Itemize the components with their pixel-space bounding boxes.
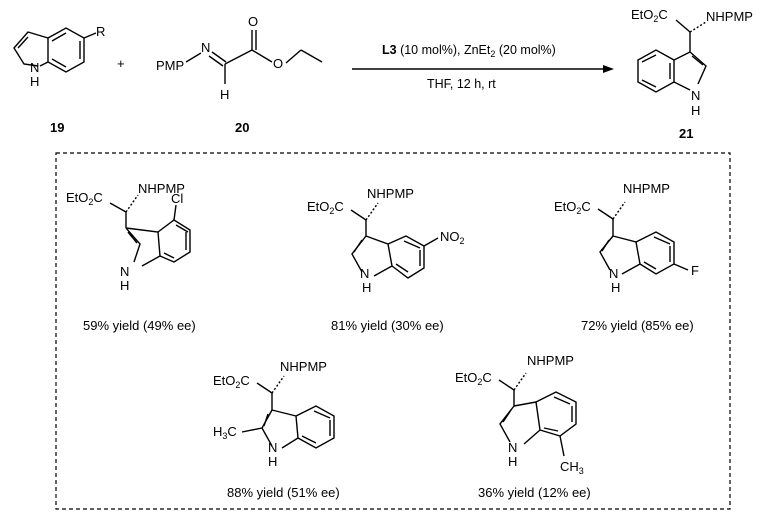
example-4-cl-yield: 59% yield (49% ee) xyxy=(83,318,196,333)
svg-text:F: F xyxy=(691,263,699,278)
conditions-line-2: THF, 12 h, rt xyxy=(427,77,496,91)
indole-19-h: H xyxy=(30,74,39,89)
svg-text:NHPMP: NHPMP xyxy=(367,186,414,201)
svg-text:N: N xyxy=(609,266,618,281)
imine-20-o-carbonyl: O xyxy=(248,14,258,29)
compound-19-label: 19 xyxy=(50,120,64,135)
svg-text:NHPMP: NHPMP xyxy=(527,353,574,368)
svg-text:H: H xyxy=(362,280,371,295)
svg-text:N: N xyxy=(508,440,517,455)
example-6-f-yield: 72% yield (85% ee) xyxy=(581,318,694,333)
svg-text:EtO2C: EtO2C xyxy=(554,199,591,216)
imine-20-pmp: PMP xyxy=(156,58,184,73)
svg-text:NO2: NO2 xyxy=(440,229,465,246)
indole-19-n: N xyxy=(30,60,39,75)
svg-text:H: H xyxy=(120,278,129,293)
svg-text:NHPMP: NHPMP xyxy=(280,359,327,374)
conditions-line-1: L3 (10 mol%), ZnEt2 (20 mol%) xyxy=(382,43,556,59)
svg-text:N: N xyxy=(360,266,369,281)
product-21-structure: EtO2C NHPMP N H xyxy=(631,7,753,118)
svg-text:N: N xyxy=(120,264,129,279)
svg-text:NHPMP: NHPMP xyxy=(138,181,185,196)
example-5-no2-structure: EtO2C NHPMP NO2 N H xyxy=(307,186,465,295)
substrate-scope-frame xyxy=(55,152,731,510)
plus-sign: + xyxy=(117,56,125,71)
svg-text:EtO2C: EtO2C xyxy=(66,190,103,207)
indole-19-r: R xyxy=(96,24,105,39)
svg-text:Cl: Cl xyxy=(171,191,183,206)
svg-text:N: N xyxy=(268,440,277,455)
compound-21-label: 21 xyxy=(679,126,693,141)
indole-19-structure: N H R xyxy=(13,24,105,89)
svg-text:H: H xyxy=(268,454,277,469)
svg-text:H: H xyxy=(611,280,620,295)
example-6-f-structure: EtO2C NHPMP F N H xyxy=(554,181,699,295)
product-21-n: N xyxy=(691,88,700,103)
example-2-me-yield: 88% yield (51% ee) xyxy=(227,485,340,500)
example-7-me-structure: EtO2C NHPMP CH3 N H xyxy=(455,353,584,476)
example-4-cl-structure: EtO2C NHPMP Cl N H xyxy=(66,181,191,293)
compound-20-label: 20 xyxy=(235,120,249,135)
product-21-amine: NHPMP xyxy=(706,9,753,24)
example-5-no2-yield: 81% yield (30% ee) xyxy=(331,318,444,333)
svg-text:CH3: CH3 xyxy=(560,459,584,476)
imine-20-n: N xyxy=(201,40,210,55)
imine-20-o-ester: O xyxy=(273,56,283,71)
imine-20-structure: PMP N H O O xyxy=(156,14,323,102)
svg-text:EtO2C: EtO2C xyxy=(307,199,344,216)
svg-text:EtO2C: EtO2C xyxy=(213,373,250,390)
svg-text:H3C: H3C xyxy=(213,424,237,441)
svg-text:EtO2C: EtO2C xyxy=(455,370,492,387)
svg-text:NHPMP: NHPMP xyxy=(623,181,670,196)
product-21-ester: EtO2C xyxy=(631,7,668,24)
svg-text:H: H xyxy=(508,454,517,469)
reaction-arrow xyxy=(352,65,614,73)
product-21-h: H xyxy=(691,103,700,118)
imine-20-h: H xyxy=(220,87,229,102)
example-2-me-structure: EtO2C NHPMP H3C N H xyxy=(213,359,335,469)
example-7-me-yield: 36% yield (12% ee) xyxy=(478,485,591,500)
